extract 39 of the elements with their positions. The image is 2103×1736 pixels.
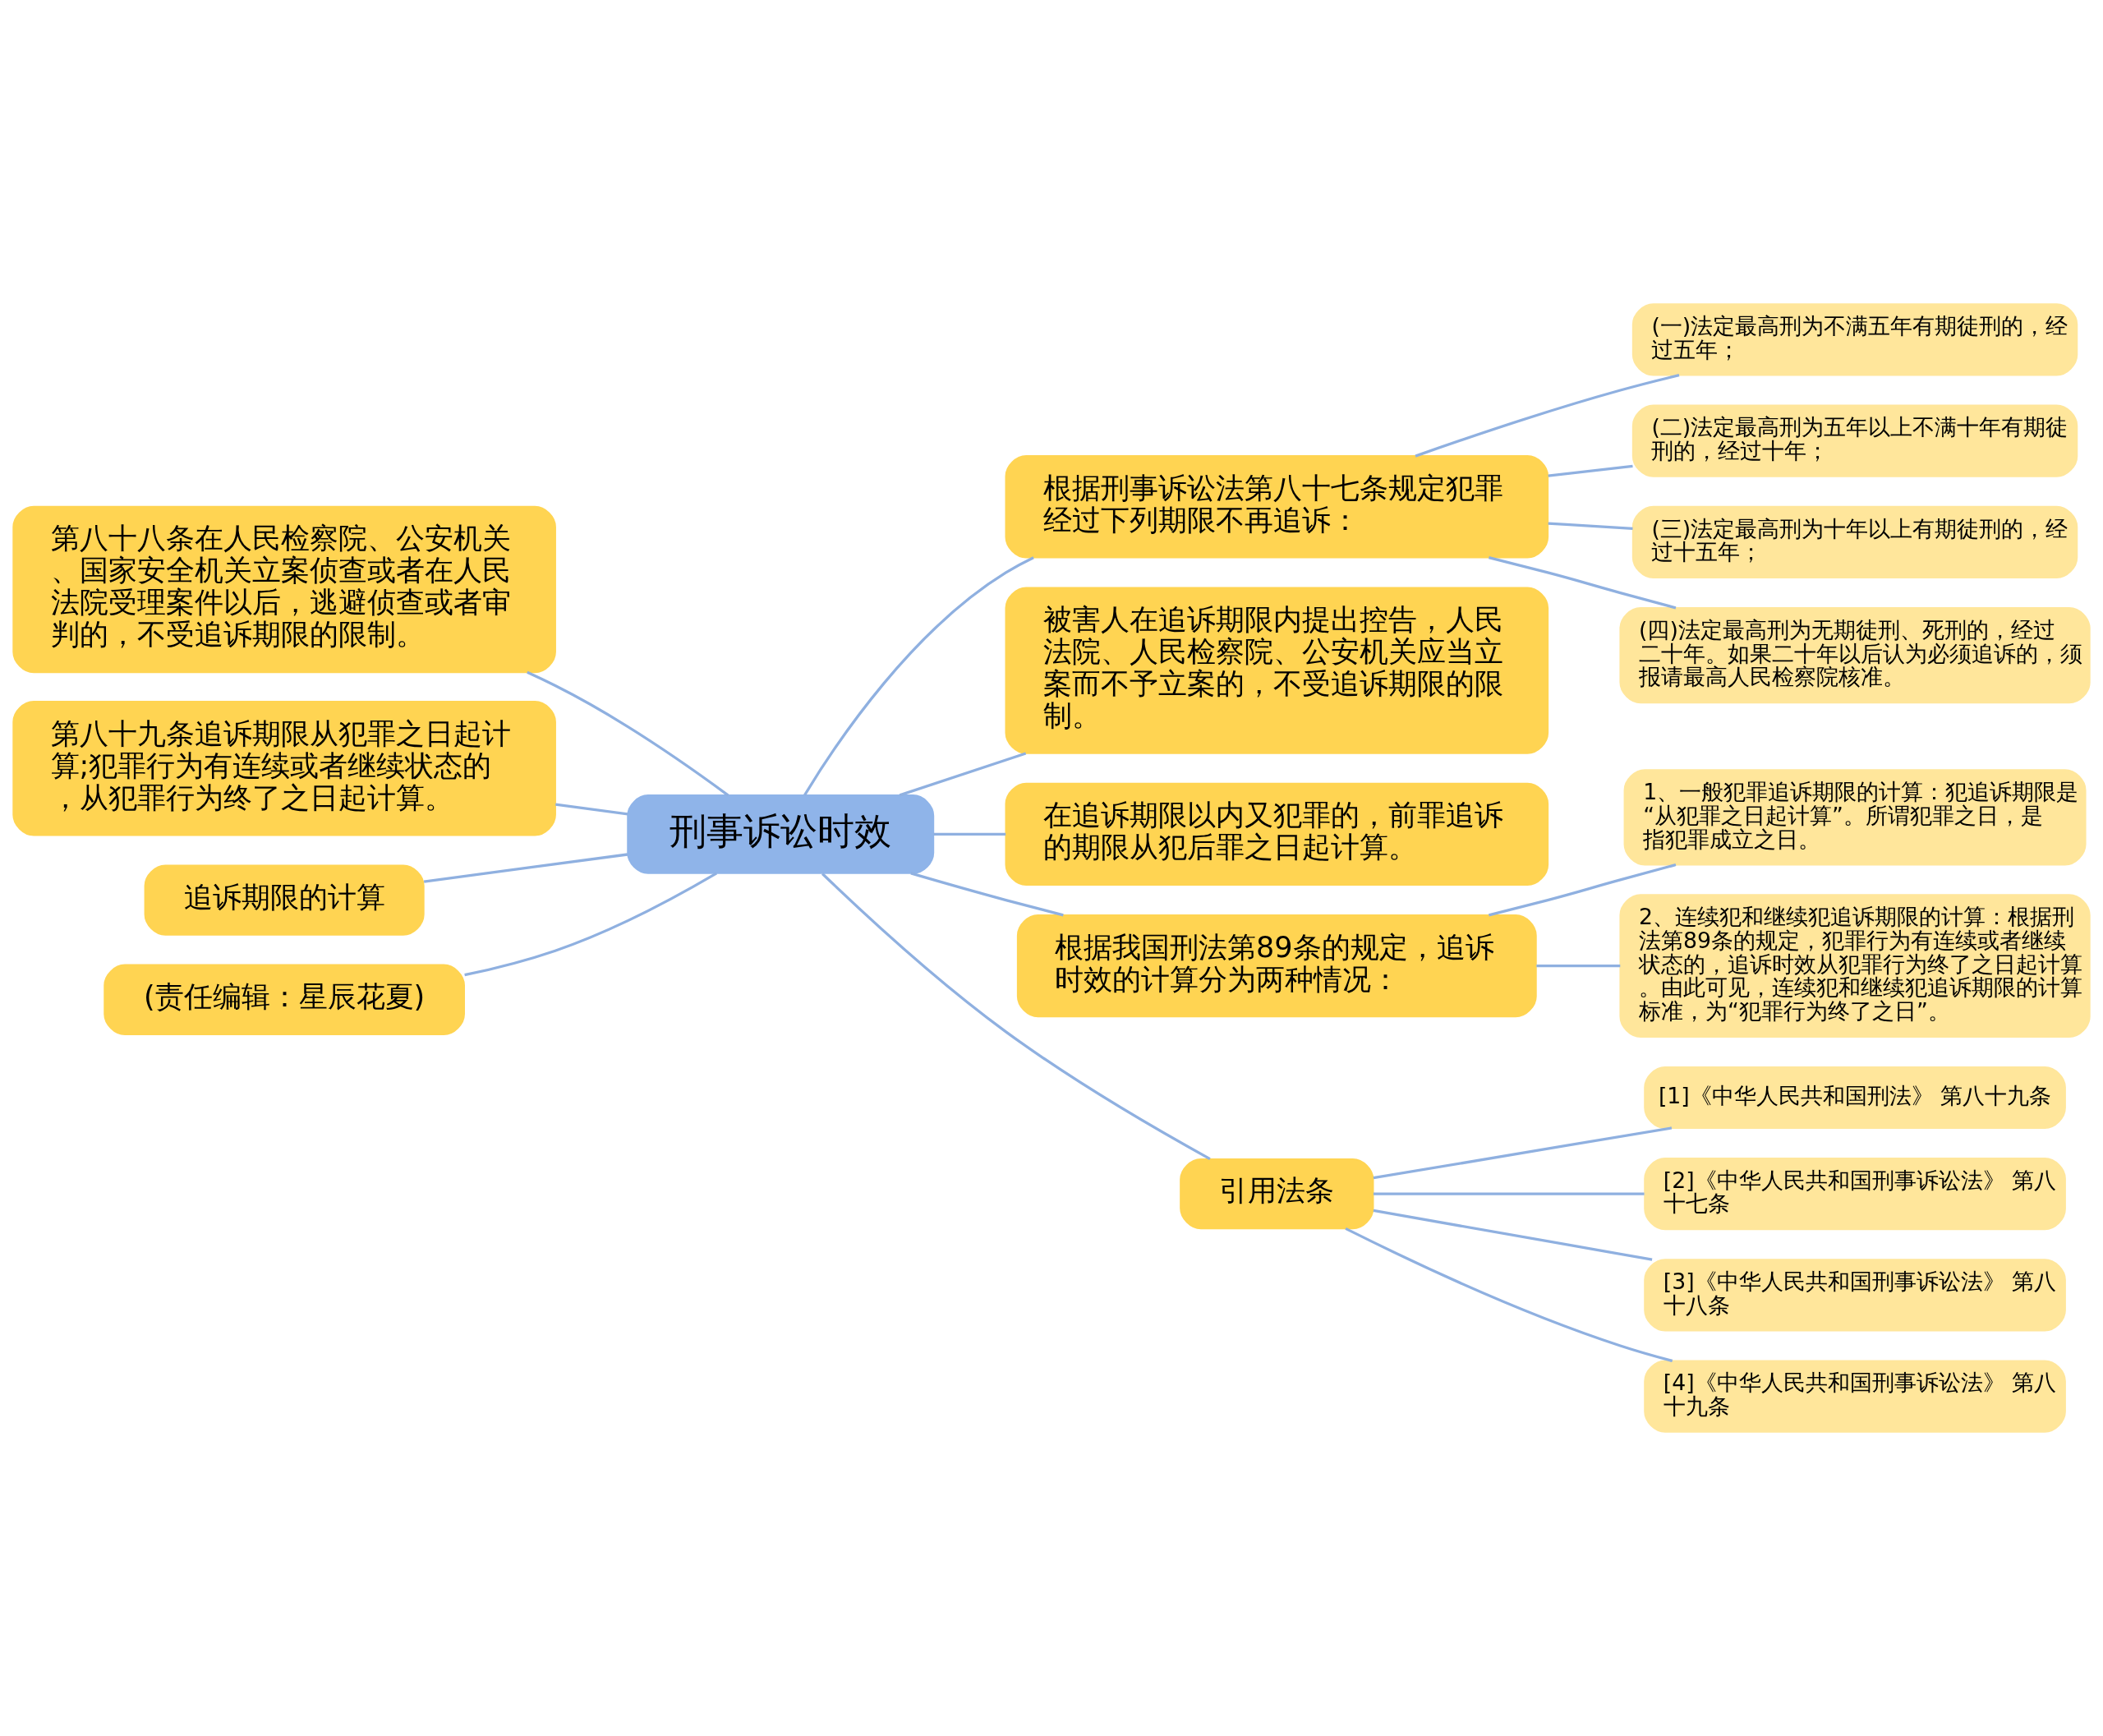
connector bbox=[555, 803, 628, 816]
node-box: [4]《中华人民共和国刑事诉讼法》 第八十九条 bbox=[1644, 1360, 2066, 1433]
node-box: 第八十九条追诉期限从犯罪之日起计算;犯罪行为有连续或者继续状态的，从犯罪行为终了之日起计算。 bbox=[12, 701, 556, 836]
node-box: 第八十八条在人民检察院、公安机关、国家安全机关立案侦查或者在人民法院受理案件以后，逃避侦查或者审判的，不受追诉期限的限制。 bbox=[12, 505, 556, 674]
connector bbox=[1536, 965, 1621, 968]
connector bbox=[423, 853, 628, 883]
connector bbox=[1548, 464, 1633, 477]
connector bbox=[899, 752, 1027, 797]
connector bbox=[910, 872, 1064, 917]
node-box: [1]《中华人民共和国刑法》 第八十九条 bbox=[1644, 1066, 2066, 1129]
connector bbox=[1415, 374, 1680, 458]
node-box: (三)法定最高刑为十年以上有期徒刑的，经过十五年； bbox=[1631, 505, 2078, 579]
node-box: 在追诉期限以内又犯罪的，前罪追诉的期限从犯后罪之日起计算。 bbox=[1005, 782, 1549, 886]
node-box: 根据我国刑法第89条的规定，追诉时效的计算分为两种情况： bbox=[1016, 914, 1537, 1018]
node-box: 引用法条 bbox=[1180, 1158, 1374, 1230]
connector bbox=[821, 873, 1211, 1161]
connector bbox=[1489, 863, 1677, 917]
connector bbox=[1548, 522, 1633, 531]
connector bbox=[1345, 1227, 1673, 1362]
connector bbox=[1373, 1209, 1653, 1261]
connector bbox=[1373, 1192, 1645, 1195]
node-box: 被害人在追诉期限内提出控告，人民法院、人民检察院、公安机关应当立案而不予立案的，不受追诉期限的限制。 bbox=[1005, 587, 1549, 754]
connector bbox=[803, 556, 1034, 796]
connector bbox=[1373, 1126, 1673, 1180]
node-box: 根据刑事诉讼法第八十七条规定犯罪经过下列期限不再追诉： bbox=[1005, 455, 1549, 559]
connector bbox=[1489, 555, 1677, 610]
node-box: (责任编辑：星辰花夏) bbox=[104, 964, 465, 1035]
node-box: (四)法定最高刑为无期徒刑、死刑的，经过二十年。如果二十年以后认为必须追诉的，须报请最高人民检察院核准。 bbox=[1619, 607, 2091, 704]
connector bbox=[464, 872, 718, 977]
node-box: [3]《中华人民共和国刑事诉讼法》 第八十八条 bbox=[1644, 1259, 2066, 1332]
node-box: 追诉期限的计算 bbox=[144, 864, 425, 936]
node-box: [2]《中华人民共和国刑事诉讼法》 第八十七条 bbox=[1644, 1157, 2066, 1231]
connector bbox=[933, 832, 1006, 836]
node-box: (一)法定最高刑为不满五年有期徒刑的，经过五年； bbox=[1631, 303, 2078, 376]
node-box: (二)法定最高刑为五年以上不满十年有期徒刑的，经过十年； bbox=[1631, 404, 2078, 477]
connector bbox=[527, 670, 729, 797]
node-box: 2、连续犯和继续犯追诉期限的计算：根据刑法第89条的规定，犯罪行为有连续或者继续状态的，追诉时效从犯罪行为终了之日起计算。由此可见，连续犯和继续犯追诉期限的计算标准，为“犯罪行为终了之日”。 bbox=[1619, 894, 2091, 1038]
node-box: 刑事诉讼时效 bbox=[627, 794, 935, 874]
node-box: 1、一般犯罪追诉期限的计算：犯追诉期限是 “从犯罪之日起计算”。所谓犯罪之日，是指犯罪成立之日。 bbox=[1623, 769, 2087, 866]
